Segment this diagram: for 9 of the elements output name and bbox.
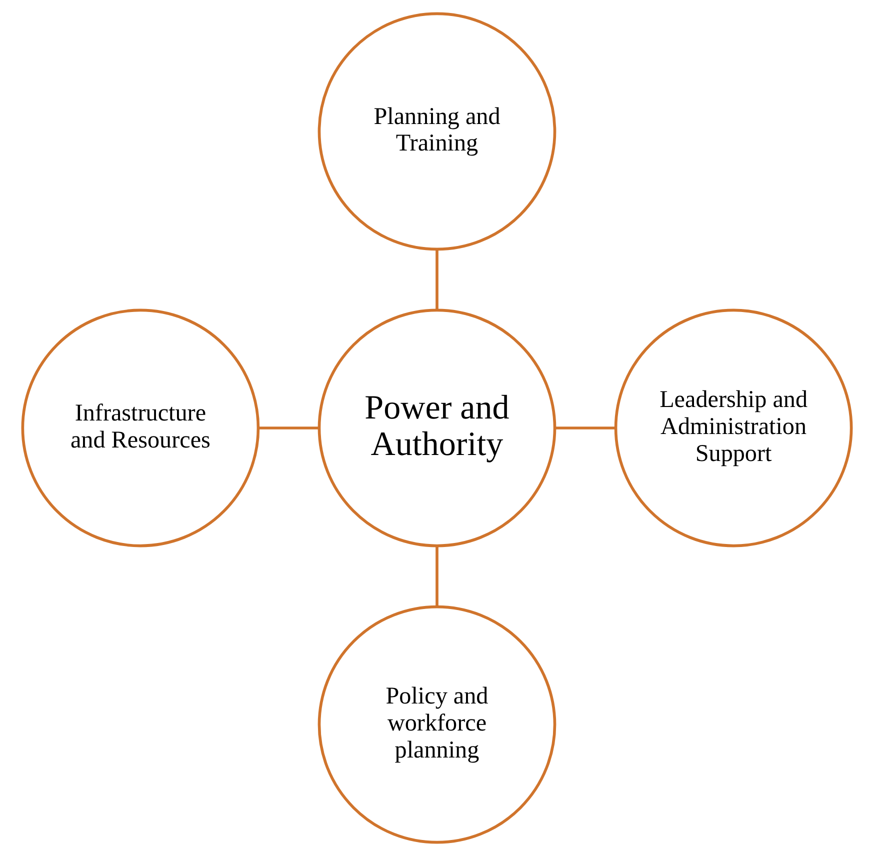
node-circle: Leadership and Administration Support (614, 308, 852, 548)
connector (435, 249, 438, 310)
connector (435, 546, 438, 607)
node-circle: Planning and Training (317, 12, 556, 251)
node-circle: Policy and workforce planning (317, 605, 556, 844)
connector (258, 426, 318, 430)
connector (554, 426, 615, 430)
node-circle: Power and Authority (317, 308, 556, 548)
node-circle: Infrastructure and Resources (20, 308, 260, 548)
